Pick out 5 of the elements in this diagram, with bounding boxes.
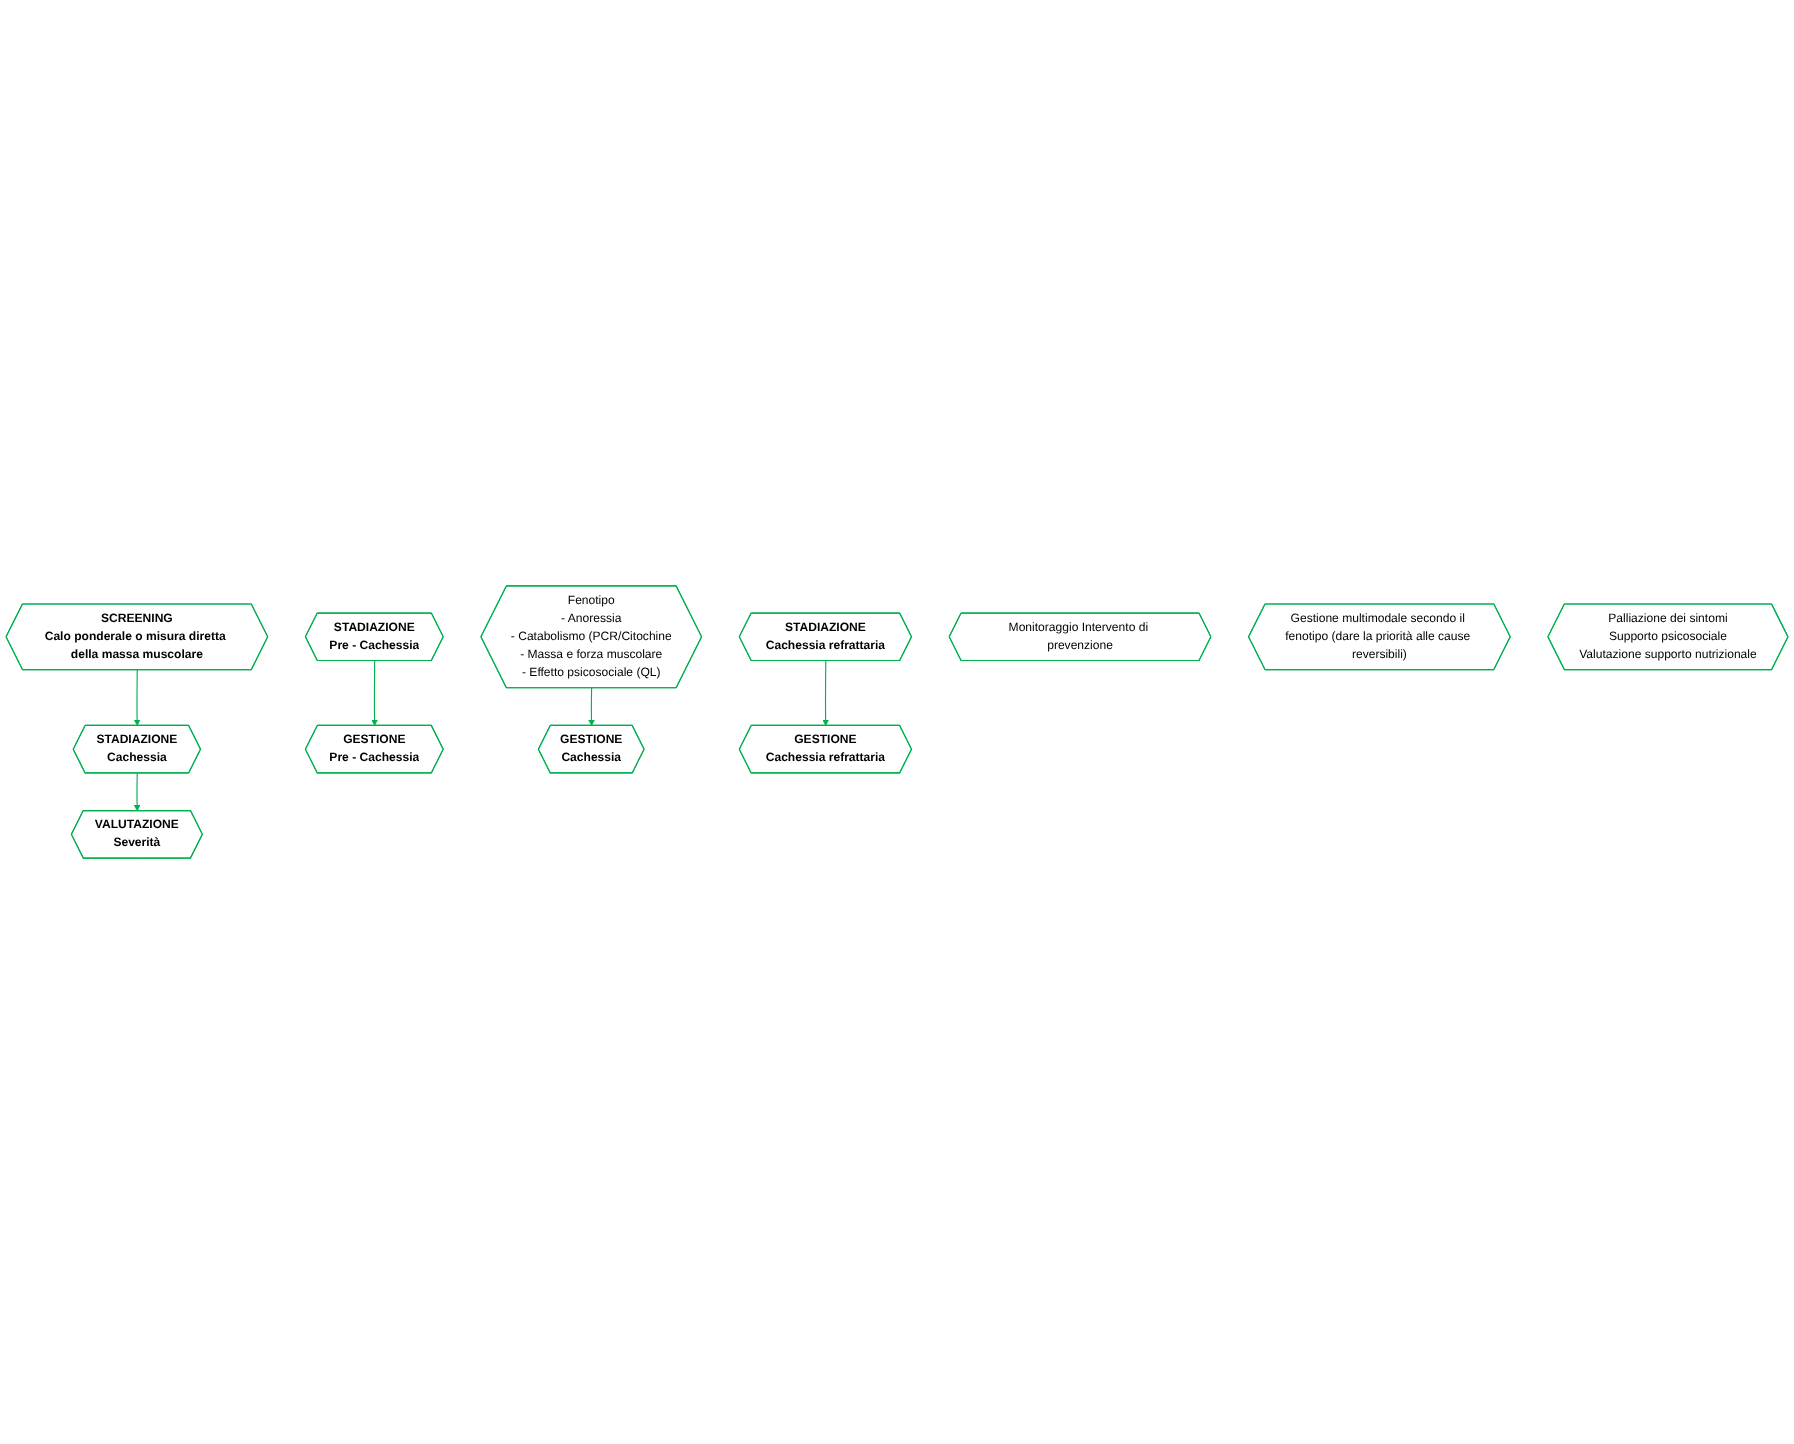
arrow: [133, 772, 141, 812]
arrow: [588, 687, 595, 727]
arrow: [371, 660, 378, 727]
arrow: [822, 660, 829, 727]
arrow: [133, 669, 141, 727]
